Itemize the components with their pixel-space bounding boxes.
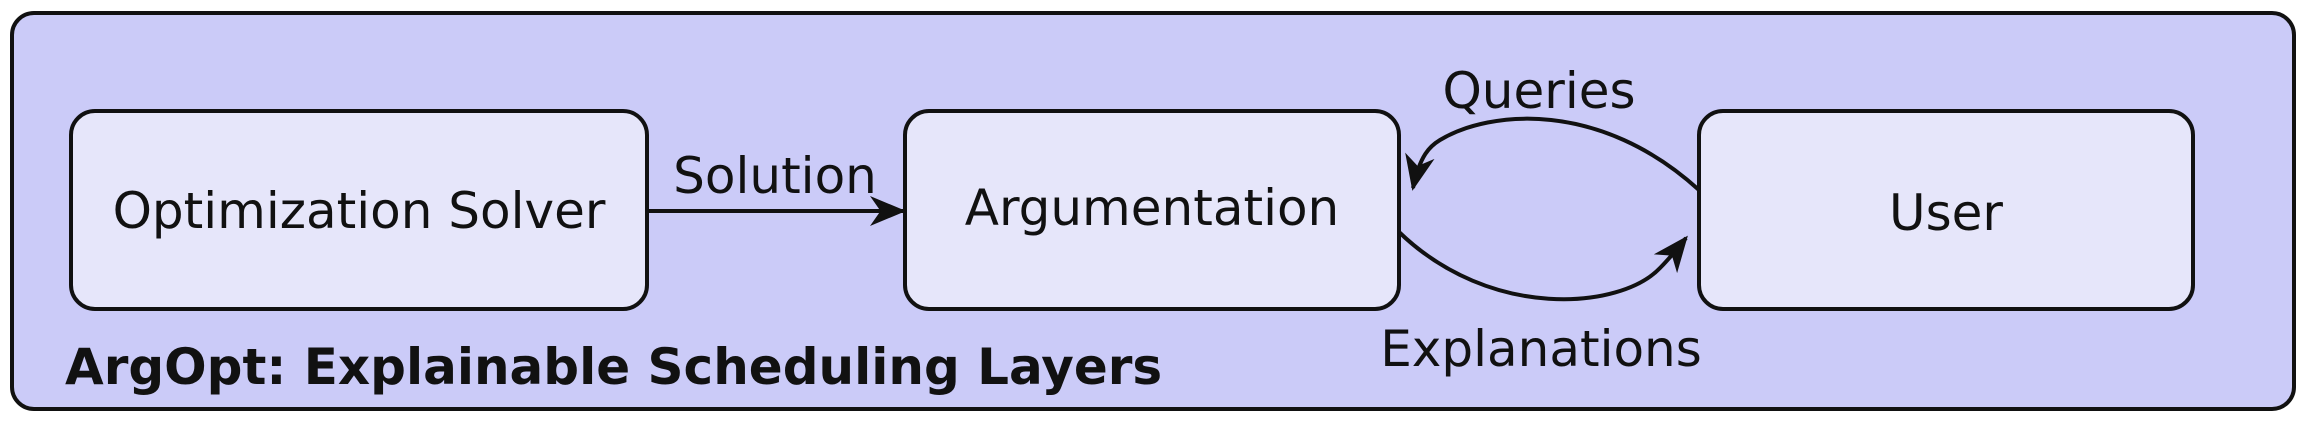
edge-label-solution: Solution <box>673 147 877 205</box>
node-optimization-solver: Optimization Solver <box>69 109 649 311</box>
node-label-user: User <box>1889 184 2003 242</box>
edge-curve-queries-visible <box>1405 116 1701 192</box>
edge-curve-explanations <box>1397 230 1688 302</box>
diagram-title: ArgOpt: Explainable Scheduling Layers <box>65 338 1162 396</box>
edge-label-explanations: Explanations <box>1380 320 1702 378</box>
edge-explanations: Explanations <box>1380 230 1702 378</box>
node-box-user <box>1697 109 2195 311</box>
node-label-argumentation: Argumentation <box>965 179 1340 237</box>
edge-queries: Queries <box>1405 62 1701 192</box>
edge-solution: Solution <box>647 147 906 226</box>
node-user: User <box>1697 109 2195 311</box>
node-label-optimization-solver: Optimization Solver <box>113 182 606 240</box>
node-argumentation: Argumentation <box>903 109 1401 311</box>
edge-label-queries: Queries <box>1442 62 1635 120</box>
